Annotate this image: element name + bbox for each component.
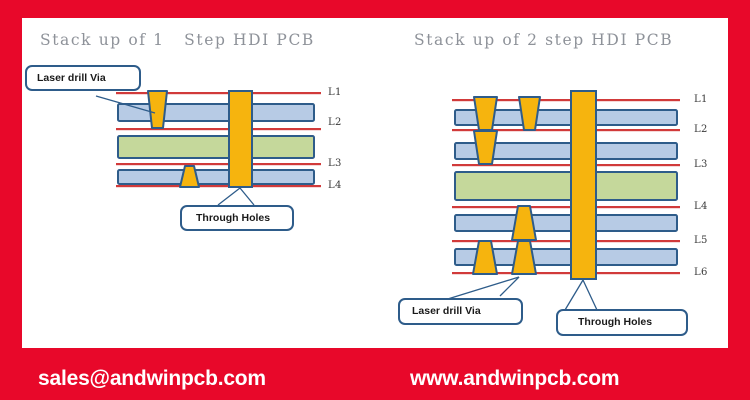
- left-trace-l1: [116, 92, 321, 95]
- left-layer-label-l2: L2: [328, 117, 342, 128]
- left-through-hole: [228, 90, 253, 188]
- right-trace-l5: [452, 240, 680, 243]
- right-copper-bar-1: [454, 109, 678, 126]
- left-copper-bar-top: [117, 103, 315, 122]
- left-callout-label-through-holes: Through Holes: [196, 212, 271, 224]
- right-microvia-l4-l5: [511, 205, 537, 241]
- footer-email[interactable]: sales@andwinpcb.com: [38, 367, 266, 390]
- footer-website[interactable]: www.andwinpcb.com: [410, 367, 620, 390]
- right-red-traces: [452, 99, 680, 275]
- right-core-layer: [454, 171, 678, 201]
- left-callout-label-laser-drill-via: Laser drill Via: [37, 72, 106, 84]
- right-layer-label-l1: L1: [694, 94, 708, 105]
- right-leader-lines: [437, 276, 598, 311]
- right-layer-label-l4: L4: [694, 201, 708, 212]
- left-stackup-group: [116, 90, 321, 188]
- left-microvia-l4-l3: [179, 165, 200, 188]
- left-layer-label-l3: L3: [328, 158, 342, 169]
- right-callout-through-holes[interactable]: [556, 309, 688, 336]
- left-microvia-l1-l2: [147, 90, 168, 129]
- right-copper-bar-2: [454, 142, 678, 160]
- right-microvia-l1-l2-a: [473, 96, 498, 131]
- right-copper-bar-4: [454, 248, 678, 266]
- left-leader-through-b: [217, 187, 241, 206]
- left-callout-through-holes[interactable]: [180, 205, 294, 231]
- left-leader-lines: [95, 95, 255, 206]
- right-leader-laser-via-b: [437, 276, 520, 303]
- left-leader-laser-via: [95, 95, 156, 114]
- right-microvia-l6-l5: [472, 240, 498, 275]
- right-stackup-group: [452, 90, 680, 280]
- right-leader-laser-via-a: [499, 276, 520, 297]
- right-microvia-l5-l6: [511, 240, 537, 275]
- left-layer-label-l1: L1: [328, 87, 342, 98]
- right-callout-label-laser-drill-via: Laser drill Via: [412, 305, 481, 317]
- right-leader-through-a: [582, 279, 598, 311]
- right-trace-l1: [452, 99, 680, 102]
- right-copper-bar-3: [454, 214, 678, 232]
- left-red-traces: [116, 92, 321, 188]
- left-core-layer: [117, 135, 315, 159]
- left-trace-l4: [116, 185, 321, 188]
- right-leader-through-b: [564, 279, 584, 311]
- left-callout-laser-drill-via[interactable]: [25, 65, 141, 91]
- right-layer-label-l5: L5: [694, 235, 708, 246]
- left-leader-through-a: [239, 187, 255, 206]
- left-copper-bar-bottom: [117, 169, 315, 185]
- left-diagram-title: Stack up of 1 Step HDI PCB: [40, 31, 315, 49]
- right-trace-l4: [452, 206, 680, 209]
- right-layer-label-l2: L2: [694, 124, 708, 135]
- left-trace-l2: [116, 128, 321, 131]
- right-callout-label-through-holes: Through Holes: [578, 316, 653, 328]
- left-trace-l3: [116, 163, 321, 166]
- right-layer-label-l6: L6: [694, 267, 708, 278]
- right-microvia-l1-l2-b: [518, 96, 541, 131]
- right-callout-laser-drill-via[interactable]: [398, 298, 523, 325]
- right-trace-l2: [452, 129, 680, 132]
- right-diagram-title: Stack up of 2 step HDI PCB: [414, 31, 674, 49]
- right-layer-label-l3: L3: [694, 159, 708, 170]
- right-through-hole: [570, 90, 597, 280]
- right-trace-l3: [452, 164, 680, 167]
- right-microvia-l2-l3: [473, 130, 498, 165]
- right-trace-l6: [452, 272, 680, 275]
- left-layer-label-l4: L4: [328, 180, 342, 191]
